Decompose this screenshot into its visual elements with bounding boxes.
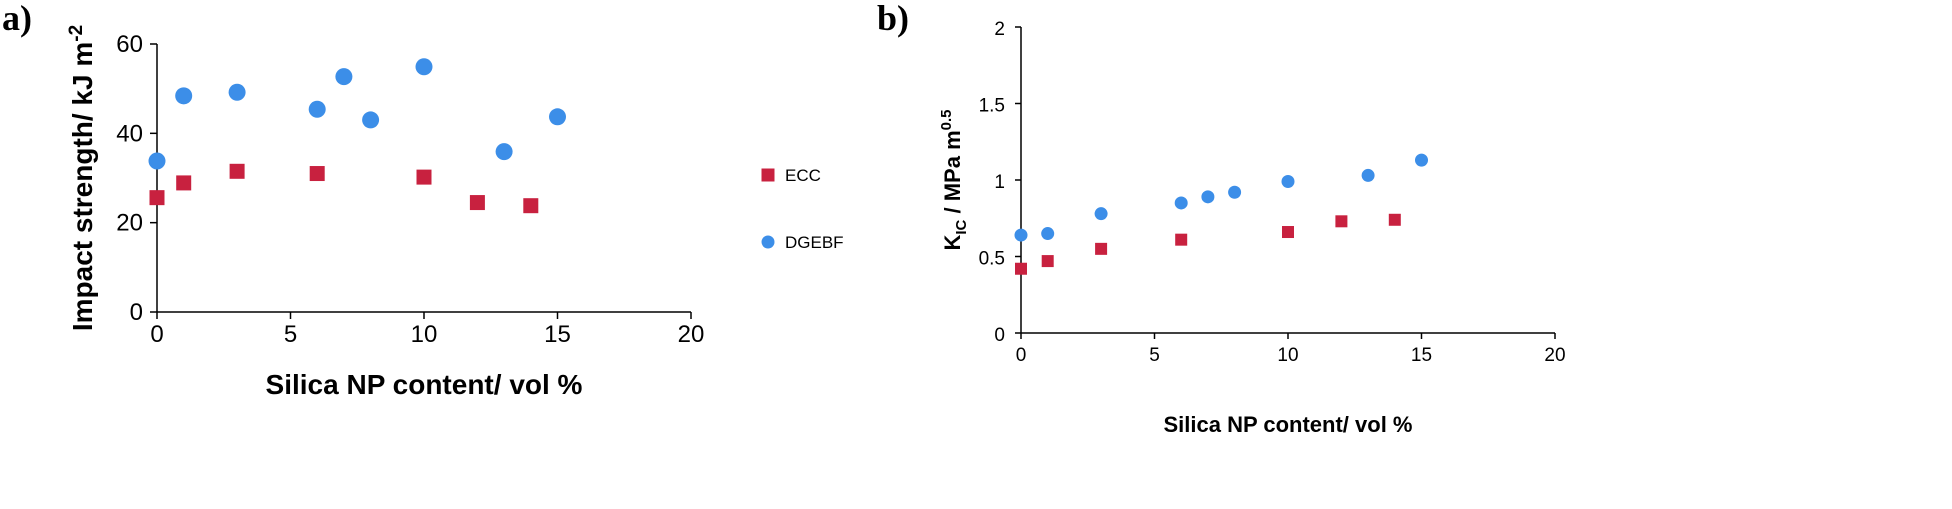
panel-b-ecc-point [1095, 242, 1108, 255]
panel-b-y-tick-label: 0 [994, 325, 1005, 346]
panel-b-x-tick-label: 0 [1016, 345, 1027, 366]
panel-a-ecc-point [523, 198, 539, 214]
panel-b-dgebf-point [1174, 196, 1188, 210]
panel-b-x-axis-title: Silica NP content/ vol % [1164, 412, 1413, 437]
panel-b-y-axis-title-k: K [940, 235, 965, 251]
panel-a-y-axis-title-main: Impact strength/ kJ m [67, 42, 98, 331]
panel-a-dgebf-point [495, 143, 513, 161]
panel-a-x-axis-title: Silica NP content/ vol % [266, 369, 583, 400]
panel-a-y-tick-label: 60 [116, 31, 143, 58]
panel-a-ecc-point [416, 169, 432, 185]
legend-ecc-marker [761, 168, 775, 182]
panel-a-x-tick-label: 10 [411, 321, 438, 348]
panel-a-ecc-point [309, 166, 325, 182]
panel-a-y-tick-label: 20 [116, 210, 143, 237]
panel-b-dgebf-point [1094, 207, 1108, 221]
panel-a-x-tick-label: 0 [150, 321, 163, 348]
panel-b-y-axis-title-sub: IC [953, 219, 970, 234]
panel-b-dgebf-point [1415, 153, 1428, 167]
panel-b-y-tick-label: 1.5 [979, 96, 1005, 117]
panel-a-y-axis-title: Impact strength/ kJ m-2 [66, 25, 98, 331]
panel-b-y-tick-label: 1 [994, 172, 1005, 193]
panel-b-y-axis-title-mid: / MPa m [940, 130, 965, 219]
panel-b-y-axis-title-sup: 0.5 [938, 110, 955, 131]
legend-dgebf-marker [761, 235, 775, 249]
panel-a-ecc-point [176, 175, 192, 191]
panel-a-legend: ECC DGEBF [761, 166, 844, 252]
panel-b-dgebf-point [1041, 227, 1055, 241]
panel-b-ecc-point [1015, 262, 1027, 275]
panel-b-ecc-point [1388, 213, 1401, 226]
panel-a-y-axis-title-sup: -2 [66, 25, 87, 42]
panel-b-y-tick-label: 0.5 [979, 249, 1005, 270]
panel-a-ecc-point [469, 195, 485, 211]
panel-a-ecc-point [229, 163, 245, 179]
legend-dgebf-label: DGEBF [785, 233, 844, 252]
panel-a-x-tick-label: 20 [678, 321, 705, 348]
panel-b-dgebf-point [1014, 228, 1028, 242]
panel-b-y-tick-label: 2 [994, 19, 1005, 40]
panel-b-chart: b) 0 5 10 15 20 0 0.5 1 1.5 2 Silica NP content/ … [877, 0, 1566, 437]
panel-b-label: b) [877, 0, 909, 38]
panel-b-ecc-point [1282, 226, 1294, 239]
panel-a-dgebf-point [148, 152, 166, 170]
panel-b-dgebf-point [1201, 190, 1215, 204]
panel-a-y-tick-label: 40 [116, 120, 143, 147]
panel-a-ecc-point [149, 190, 165, 206]
panel-b-x-tick-label: 20 [1544, 345, 1565, 366]
panel-a-dgebf-point [362, 111, 380, 129]
panel-a-dgebf-point [549, 108, 566, 126]
panel-b-x-tick-label: 15 [1411, 345, 1432, 366]
panel-a-dgebf-point [175, 87, 193, 105]
panel-b-ecc-point [1041, 255, 1054, 268]
panel-b-ecc-point [1175, 233, 1188, 246]
panel-b-dgebf-point [1228, 185, 1242, 199]
panel-a-chart: a) 0 5 10 15 20 0 20 40 60 Silica NP content/ vo… [2, 0, 844, 400]
legend-ecc-label: ECC [785, 166, 821, 185]
panel-a-x-tick-label: 15 [544, 321, 571, 348]
panel-a-dgebf-point [415, 58, 433, 76]
panel-b-ecc-point [1335, 215, 1348, 228]
panel-a-dgebf-point [335, 68, 353, 86]
panel-b-x-tick-label: 10 [1277, 345, 1298, 366]
panel-a-dgebf-point [308, 100, 326, 118]
panel-a-dgebf-point [228, 83, 246, 101]
panel-b-y-axis-title: KIC / MPa m0.5 [938, 110, 970, 251]
panel-a-y-tick-label: 0 [130, 299, 143, 326]
panel-b-dgebf-point [1361, 168, 1375, 182]
panel-a-label: a) [2, 0, 32, 38]
panel-b-x-tick-label: 5 [1149, 345, 1160, 366]
panel-a-x-tick-label: 5 [284, 321, 297, 348]
panel-b-dgebf-point [1281, 175, 1295, 189]
